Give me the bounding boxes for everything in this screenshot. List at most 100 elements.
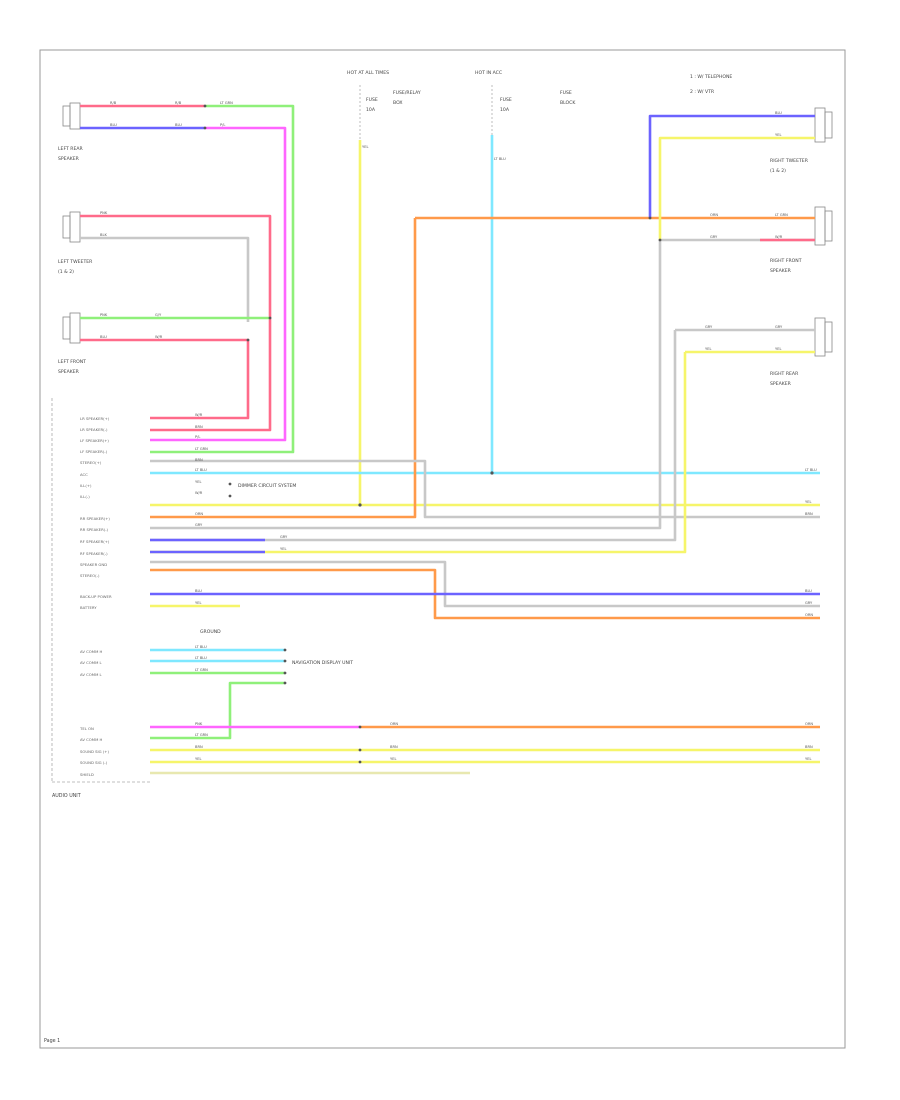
svg-text:STEREO(+): STEREO(+) [80, 460, 102, 465]
svg-text:BLOCK: BLOCK [560, 100, 576, 106]
svg-text:GRY: GRY [195, 523, 203, 527]
svg-text:ILL(+): ILL(+) [80, 483, 92, 488]
svg-text:HOT AT ALL TIMES: HOT AT ALL TIMES [347, 70, 389, 76]
svg-text:RIGHT TWEETER: RIGHT TWEETER [770, 158, 809, 164]
wire-rf-gray-down [150, 240, 662, 530]
svg-text:ORN: ORN [710, 213, 718, 217]
svg-text:SPEAKER: SPEAKER [58, 369, 80, 375]
svg-text:LR SPEAKER(-): LR SPEAKER(-) [80, 427, 108, 432]
svg-text:LT BLU: LT BLU [494, 157, 506, 161]
svg-text:R/B: R/B [175, 101, 182, 105]
svg-text:YEL: YEL [805, 757, 811, 761]
svg-text:AV COMM H: AV COMM H [80, 737, 103, 742]
svg-text:RF SPEAKER(+): RF SPEAKER(+) [80, 539, 110, 544]
wire-rt-yellow [658, 136, 815, 240]
svg-text:YEL: YEL [805, 500, 811, 504]
svg-text:FUSE/RELAY: FUSE/RELAY [393, 90, 421, 96]
svg-text:RF SPEAKER(-): RF SPEAKER(-) [80, 551, 108, 556]
svg-text:W/R: W/R [195, 491, 203, 495]
svg-text:RIGHT REAR: RIGHT REAR [770, 371, 799, 377]
svg-text:(1 & 2): (1 & 2) [58, 269, 74, 275]
speaker-left-front: LEFT FRONT SPEAKER [58, 312, 86, 375]
side-notes: DIMMER CIRCUIT SYSTEM NAVIGATION DISPLAY… [200, 483, 353, 666]
speaker-right-front: RIGHT FRONT SPEAKER [770, 206, 833, 274]
wire-av-h-green [150, 681, 285, 740]
svg-text:W/R: W/R [195, 413, 203, 417]
svg-text:LEFT TWEETER: LEFT TWEETER [58, 259, 93, 265]
svg-text:LT BLU: LT BLU [195, 656, 207, 660]
svg-text:YEL: YEL [390, 757, 396, 761]
svg-text:GROUND: GROUND [200, 629, 221, 635]
svg-text:BRN: BRN [805, 512, 813, 516]
svg-text:BLU: BLU [195, 589, 202, 593]
svg-text:GRY: GRY [775, 325, 783, 329]
svg-text:GRY: GRY [805, 601, 813, 605]
svg-text:P/L: P/L [195, 435, 200, 439]
svg-text:FUSE: FUSE [366, 97, 378, 103]
speaker-right-rear: RIGHT REAR SPEAKER [770, 317, 833, 387]
svg-text:SPEAKER: SPEAKER [770, 381, 792, 387]
svg-text:RIGHT FRONT: RIGHT FRONT [770, 258, 802, 264]
wire-rr-yellow-down [150, 352, 687, 554]
svg-text:ACC: ACC [80, 472, 88, 477]
svg-text:YEL: YEL [280, 547, 286, 551]
svg-text:LEFT REAR: LEFT REAR [58, 146, 84, 152]
svg-text:SOUND SIG (-): SOUND SIG (-) [80, 760, 108, 765]
svg-text:BLU: BLU [100, 335, 107, 339]
svg-text:LT GRN: LT GRN [195, 733, 208, 737]
svg-text:SHIELD: SHIELD [80, 772, 94, 777]
svg-text:LT GRN: LT GRN [195, 668, 208, 672]
svg-text:PNK: PNK [195, 722, 203, 726]
svg-text:LF SPEAKER(+): LF SPEAKER(+) [80, 438, 109, 443]
svg-text:BRN: BRN [195, 745, 203, 749]
svg-text:LT BLU: LT BLU [195, 645, 207, 649]
svg-text:GRY: GRY [705, 325, 713, 329]
fuse-source-1: HOT AT ALL TIMES FUSE 10A FUSE/RELAY BOX [347, 70, 421, 140]
svg-text:AV COMM H: AV COMM H [80, 649, 103, 654]
svg-text:NAVIGATION DISPLAY UNIT: NAVIGATION DISPLAY UNIT [292, 660, 353, 666]
svg-text:BLU: BLU [110, 123, 117, 127]
svg-text:W/R: W/R [155, 335, 163, 339]
svg-text:GRY: GRY [710, 235, 718, 239]
speaker-left-rear: LEFT REAR SPEAKER [58, 102, 84, 162]
svg-text:YEL: YEL [195, 601, 201, 605]
svg-text:LT GRN: LT GRN [775, 213, 788, 217]
svg-text:BLU: BLU [775, 111, 782, 115]
svg-text:(1 & 2): (1 & 2) [770, 168, 786, 174]
svg-text:ILL(-): ILL(-) [80, 494, 90, 499]
legend: 1 : W/ TELEPHONE 2 : W/ VTR [690, 74, 732, 95]
svg-text:R/B: R/B [110, 101, 117, 105]
svg-text:DIMMER CIRCUIT SYSTEM: DIMMER CIRCUIT SYSTEM [238, 483, 296, 489]
svg-text:LT BLU: LT BLU [805, 468, 817, 472]
svg-text:PNK: PNK [100, 211, 108, 215]
wire-rr-gray-down [150, 330, 677, 542]
svg-text:BRN: BRN [805, 745, 813, 749]
svg-text:BOX: BOX [393, 100, 403, 106]
svg-text:BLU: BLU [805, 589, 812, 593]
svg-text:AV COMM L: AV COMM L [80, 660, 103, 665]
svg-text:W/R: W/R [775, 235, 783, 239]
wire-lr-green [150, 104, 295, 454]
svg-text:YEL: YEL [775, 133, 781, 137]
svg-text:SPEAKER: SPEAKER [58, 156, 80, 162]
svg-text:TEL ON: TEL ON [79, 726, 94, 731]
svg-text:STEREO(-): STEREO(-) [80, 573, 100, 578]
svg-text:YEL: YEL [705, 347, 711, 351]
svg-text:YEL: YEL [195, 480, 201, 484]
svg-text:YEL: YEL [195, 757, 201, 761]
wires [80, 104, 820, 775]
wire-rf-orange-down [150, 218, 417, 519]
svg-text:LF SPEAKER(-): LF SPEAKER(-) [80, 449, 108, 454]
wire-stereo-minus [150, 560, 820, 608]
svg-text:ORN: ORN [195, 512, 203, 516]
svg-text:P/L: P/L [220, 123, 225, 127]
svg-text:SPEAKER GND: SPEAKER GND [80, 562, 107, 567]
svg-text:10A: 10A [366, 107, 376, 113]
svg-text:LT BLU: LT BLU [195, 468, 207, 472]
svg-text:LR SPEAKER(+): LR SPEAKER(+) [80, 416, 110, 421]
svg-text:G/Y: G/Y [155, 313, 162, 317]
svg-text:AV COMM L: AV COMM L [80, 672, 103, 677]
svg-text:2 : W/ VTR: 2 : W/ VTR [690, 89, 715, 95]
svg-text:GRY: GRY [280, 535, 288, 539]
svg-text:BRN: BRN [195, 425, 203, 429]
